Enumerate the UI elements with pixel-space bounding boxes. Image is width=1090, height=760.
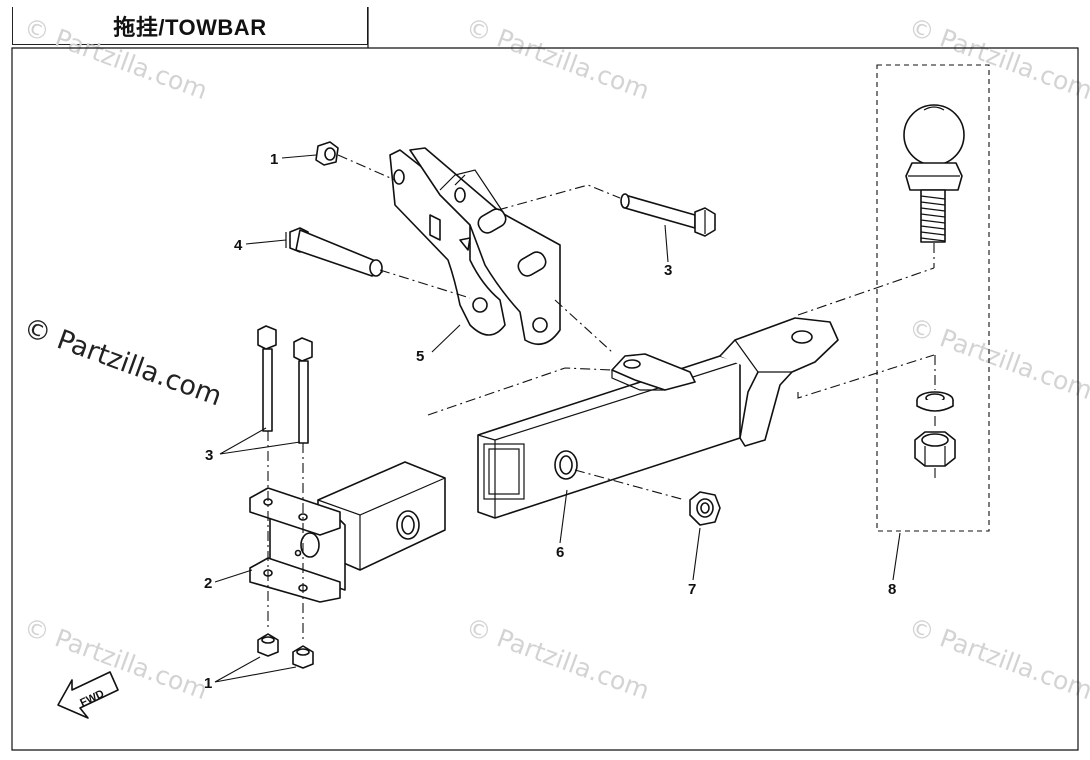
callout-1-top: 1 [270, 151, 278, 168]
tow-ball [903, 104, 965, 268]
hitch-bracket [249, 461, 446, 603]
ball-washer [916, 391, 954, 412]
kit-box-8 [876, 64, 990, 532]
callout-1-bottom: 1 [204, 675, 212, 692]
bolt-3-right [620, 193, 716, 237]
diagram-title: 拖挂/TOWBAR [12, 7, 368, 45]
callout-6: 6 [556, 544, 564, 561]
bolt-3-left-a [257, 325, 277, 432]
long-bolt-4 [285, 227, 383, 277]
mount-bracket [389, 147, 561, 346]
callout-3-left: 3 [205, 447, 213, 464]
callout-4: 4 [234, 237, 243, 254]
flange-nut-top [315, 141, 339, 166]
callout-5: 5 [416, 348, 424, 365]
page-frame [11, 7, 1079, 751]
flange-nut-bottom-b [292, 645, 314, 669]
forward-direction-arrow: FWD [57, 671, 119, 719]
ball-nut [914, 431, 956, 467]
flange-nut-7 [689, 491, 721, 526]
callout-3-right: 3 [664, 262, 672, 279]
callout-2: 2 [204, 575, 212, 592]
bolt-3-left-b [293, 337, 313, 444]
callout-8: 8 [888, 581, 896, 598]
flange-nut-bottom-a [257, 633, 279, 657]
callout-7: 7 [688, 581, 696, 598]
receiver-tube [477, 317, 839, 519]
